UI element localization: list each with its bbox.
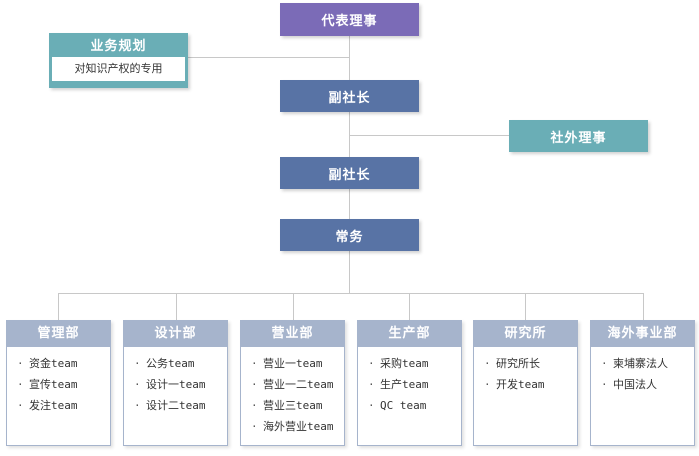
team-list: · 采购team · 生产team · QC team [358,347,461,416]
team-item: · 研究所长 [484,353,577,374]
bullet-icon: · [368,357,375,370]
vice-president-1-label: 副社长 [328,90,371,106]
team-item: · 采购team [368,353,461,374]
team-label: 营业一二team [263,378,334,391]
team-list: · 柬埔寨法人 · 中国法人 [591,347,694,395]
team-label: 发注team [29,399,78,412]
bullet-icon: · [484,357,491,370]
box-managing-director: 常务 [280,219,419,251]
team-label: 柬埔寨法人 [613,357,668,370]
team-label: 营业三team [263,399,323,412]
dept-header: 研究所 [474,321,577,347]
team-item: · 资金team [17,353,110,374]
team-list: · 研究所长 · 开发team [474,347,577,395]
team-item: · 开发team [484,374,577,395]
team-item: · 设计二team [134,395,227,416]
team-item: · QC team [368,395,461,416]
team-item: · 营业一team [251,353,344,374]
bullet-icon: · [134,399,141,412]
bullet-icon: · [251,420,258,433]
team-label: 设计一team [146,378,206,391]
team-item: · 生产team [368,374,461,395]
bullet-icon: · [601,378,608,391]
dept-production: 生产部 · 采购team · 生产team · QC team [357,320,462,446]
box-vice-president-1: 副社长 [280,80,419,112]
bullet-icon: · [17,357,24,370]
bullet-icon: · [484,378,491,391]
box-vice-president-2: 副社长 [280,157,419,189]
team-item: · 中国法人 [601,374,694,395]
bullet-icon: · [134,357,141,370]
team-label: 开发team [496,378,545,391]
team-label: 海外营业team [263,420,334,433]
team-label: 研究所长 [496,357,540,370]
team-list: · 资金team · 宣传team · 发注team [7,347,110,416]
representative-director-label: 代表理事 [321,14,378,29]
managing-director-label: 常务 [335,229,364,245]
bullet-icon: · [251,357,258,370]
vice-president-2-label: 副社长 [328,167,371,183]
box-business-planning: 业务规划 对知识产权的专用 [49,33,188,88]
box-outside-director: 社外理事 [509,120,648,152]
team-item: · 柬埔寨法人 [601,353,694,374]
dept-sales: 营业部 · 营业一team · 营业一二team · 营业三team · 海外营业tea… [240,320,345,446]
dept-header: 设计部 [124,321,227,347]
team-label: 中国法人 [613,378,657,391]
team-label: 营业一team [263,357,323,370]
dept-management: 管理部 · 资金team · 宣传team · 发注team [6,320,111,446]
outside-director-label: 社外理事 [550,130,607,146]
team-item: · 海外营业team [251,416,344,437]
bullet-icon: · [368,399,375,412]
team-item: · 设计一team [134,374,227,395]
team-label: 宣传team [29,378,78,391]
team-label: QC team [380,399,427,412]
dept-research: 研究所 · 研究所长 · 开发team [473,320,578,446]
bullet-icon: · [251,399,258,412]
team-label: 公务team [146,357,195,370]
dept-header: 生产部 [358,321,461,347]
business-planning-subtitle: 对知识产权的专用 [52,57,185,81]
team-list: · 营业一team · 营业一二team · 营业三team · 海外营业team [241,347,344,437]
team-label: 采购team [380,357,429,370]
team-item: · 营业一二team [251,374,344,395]
dept-overseas: 海外事业部 · 柬埔寨法人 · 中国法人 [590,320,695,446]
team-item: · 营业三team [251,395,344,416]
bullet-icon: · [368,378,375,391]
team-item: · 公务team [134,353,227,374]
dept-header: 管理部 [7,321,110,347]
business-planning-title: 业务规划 [90,39,147,54]
dept-design: 设计部 · 公务team · 设计一team · 设计二team [123,320,228,446]
bullet-icon: · [134,378,141,391]
team-item: · 宣传team [17,374,110,395]
dept-header: 海外事业部 [591,321,694,347]
bullet-icon: · [17,399,24,412]
team-label: 资金team [29,357,78,370]
team-label: 生产team [380,378,429,391]
team-label: 设计二team [146,399,206,412]
bullet-icon: · [251,378,258,391]
bullet-icon: · [17,378,24,391]
dept-header: 营业部 [241,321,344,347]
bullet-icon: · [601,357,608,370]
team-list: · 公务team · 设计一team · 设计二team [124,347,227,416]
team-item: · 发注team [17,395,110,416]
box-representative-director: 代表理事 [280,3,419,36]
